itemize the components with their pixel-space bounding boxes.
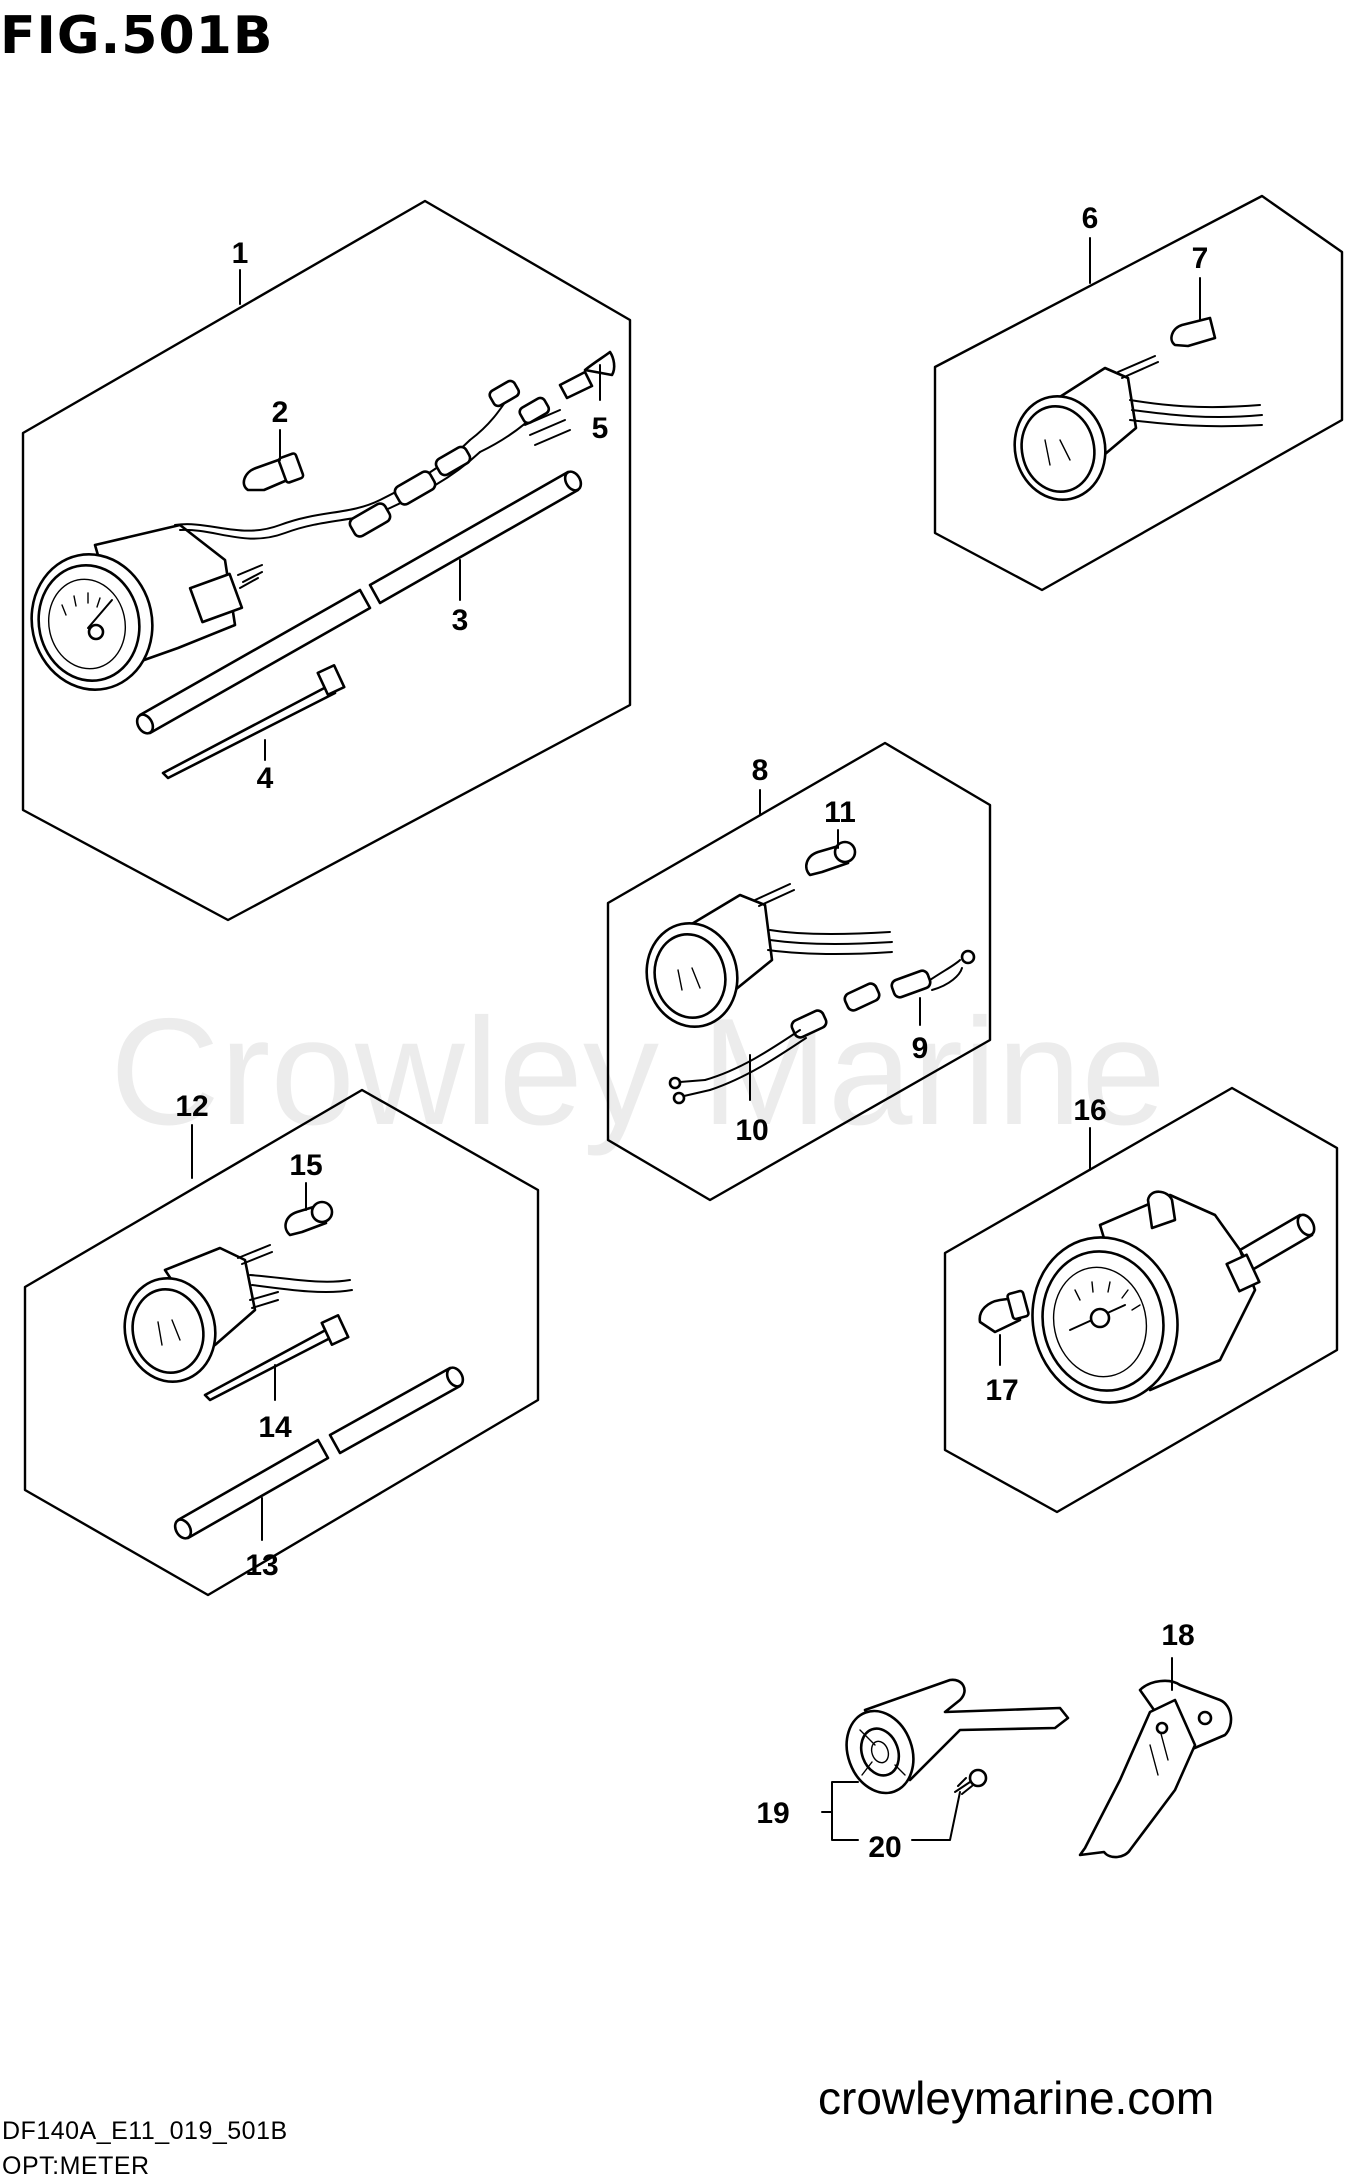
assembly-6-box — [933, 194, 1344, 592]
callout-13: 13 — [245, 1549, 278, 1582]
callout-2: 2 — [272, 396, 289, 429]
bracket-19-20 — [821, 1781, 859, 1841]
callout-7: 7 — [1192, 242, 1209, 275]
bulb-part-17[interactable] — [978, 1289, 1030, 1334]
tube-part-3[interactable] — [134, 469, 584, 736]
bulb-part-7[interactable] — [1170, 316, 1217, 348]
callout-9: 9 — [912, 1032, 929, 1065]
figure-title: FIG.501B — [0, 6, 274, 66]
section-label: OPT:METER — [2, 2152, 150, 2180]
cable-tie-part-14[interactable] — [203, 1314, 350, 1402]
gauge-part-16[interactable] — [1017, 1190, 1317, 1416]
callout-17: 17 — [985, 1374, 1018, 1407]
callout-12: 12 — [175, 1090, 208, 1123]
gauge-part-6[interactable] — [1005, 355, 1263, 508]
gauge-part-1[interactable] — [19, 523, 263, 701]
callout-5: 5 — [592, 412, 609, 445]
callout-6: 6 — [1082, 202, 1099, 235]
tube-part-13[interactable] — [172, 1365, 466, 1541]
callout-1: 1 — [232, 237, 249, 270]
callout-14: 14 — [258, 1411, 292, 1444]
assembly-8-box — [606, 741, 992, 1202]
screw-part-20[interactable] — [954, 1768, 988, 1795]
callout-18: 18 — [1161, 1619, 1194, 1652]
bulb-part-15[interactable] — [284, 1200, 334, 1237]
callout-11: 11 — [824, 796, 856, 829]
cable-tie-part-4[interactable] — [161, 664, 346, 780]
callout-10: 10 — [735, 1114, 768, 1147]
callout-20: 20 — [868, 1831, 901, 1864]
callout-3: 3 — [452, 604, 469, 637]
harness-part-10[interactable] — [668, 982, 881, 1105]
diagram-code: DF140A_E11_019_501B — [2, 2117, 288, 2145]
assembly-12-box — [23, 1088, 540, 1597]
callout-4: 4 — [257, 762, 274, 795]
gauge-part-8[interactable] — [637, 883, 893, 1035]
callout-16: 16 — [1073, 1094, 1106, 1127]
assembly-16-box — [943, 1086, 1339, 1514]
harness-part-1 — [174, 379, 571, 540]
bulb-part-5[interactable] — [558, 350, 616, 400]
harness-part-9[interactable] — [890, 949, 976, 999]
bulb-part-2[interactable] — [242, 452, 305, 492]
callout-15: 15 — [289, 1149, 322, 1182]
bulb-part-11[interactable] — [804, 840, 857, 877]
callout-19: 19 — [756, 1797, 789, 1830]
callout-8: 8 — [752, 754, 769, 787]
assembly-1-box — [21, 199, 632, 922]
gauge-part-12[interactable] — [115, 1244, 353, 1390]
bracket-part-18[interactable] — [1078, 1679, 1233, 1859]
leader-20 — [911, 1791, 961, 1841]
holder-part-19[interactable] — [836, 1678, 1070, 1803]
website-label: crowleymarine.com — [818, 2072, 1215, 2124]
